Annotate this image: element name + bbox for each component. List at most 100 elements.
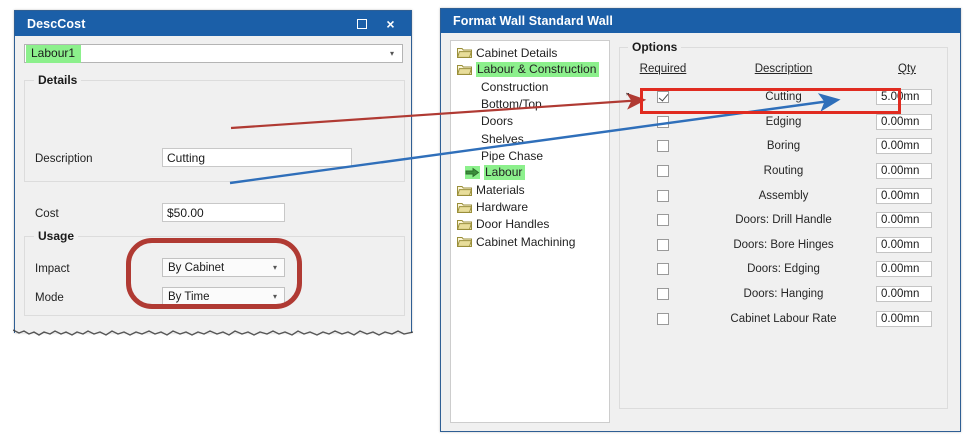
tree-item-hardware[interactable]: Hardware — [451, 199, 609, 216]
option-row[interactable]: Doors: Drill Handle 0.00mn — [620, 208, 947, 233]
tree-item-doors[interactable]: Doors — [451, 113, 609, 130]
impact-dropdown-value: By Cabinet — [168, 261, 225, 274]
required-checkbox-cell — [620, 189, 706, 202]
tree-item-labour[interactable]: Labour — [451, 164, 609, 181]
qty-cell: 0.00mn — [876, 113, 938, 130]
qty-cell: 0.00mn — [876, 138, 938, 155]
tree-item-labour-construction[interactable]: Labour & Construction — [451, 61, 609, 78]
checkbox-unchecked[interactable] — [657, 165, 669, 178]
tick-mark: ” — [626, 92, 630, 103]
qty-cell: 0.00mn — [876, 187, 938, 204]
option-description: Edging — [765, 115, 802, 128]
qty-input[interactable]: 0.00mn — [876, 187, 932, 204]
folder-icon — [456, 201, 473, 214]
qty-cell: 0.00mn — [876, 310, 938, 327]
tree-item-construction[interactable]: Construction — [451, 78, 609, 95]
torn-edge-decoration — [13, 329, 413, 336]
tree-item-bottom-top[interactable]: Bottom/Top — [451, 96, 609, 113]
option-row[interactable]: Assembly 0.00mn — [620, 183, 947, 208]
checkbox-unchecked[interactable] — [657, 288, 669, 301]
checkbox-unchecked[interactable] — [657, 312, 669, 325]
required-checkbox-cell — [620, 312, 706, 325]
qty-input[interactable]: 0.00mn — [876, 310, 932, 327]
qty-input[interactable]: 0.00mn — [876, 113, 932, 130]
tree-item-shelves[interactable]: Shelves — [451, 130, 609, 147]
option-description: Doors: Edging — [747, 263, 820, 276]
column-header-qty: Qty — [898, 63, 916, 75]
tree-item-label: Doors — [481, 114, 514, 129]
option-row[interactable]: Doors: Edging 0.00mn — [620, 257, 947, 282]
checkbox-unchecked[interactable] — [657, 263, 669, 276]
folder-icon — [456, 46, 473, 59]
option-description: Doors: Drill Handle — [735, 214, 832, 227]
required-checkbox-cell — [620, 165, 706, 178]
qty-input[interactable]: 0.00mn — [876, 286, 932, 303]
description-label: Description — [35, 153, 93, 165]
qty-input[interactable]: 0.00mn — [876, 212, 932, 229]
cost-input[interactable]: $50.00 — [162, 203, 285, 222]
checkbox-unchecked[interactable] — [657, 140, 669, 153]
option-description: Doors: Hanging — [743, 288, 824, 301]
item-combo-value: Labour1 — [26, 44, 82, 63]
maximize-button[interactable] — [355, 17, 368, 30]
details-group-title: Details — [34, 73, 82, 87]
folder-icon — [456, 184, 473, 197]
desccost-dialog: DescCost × Labour1 ▾ Details Description… — [14, 10, 412, 333]
tree-item-label: Materials — [476, 183, 525, 198]
checkbox-unchecked[interactable] — [657, 115, 669, 128]
tree-item-pipe-chase[interactable]: Pipe Chase — [451, 147, 609, 164]
impact-dropdown[interactable]: By Cabinet ▾ — [162, 258, 285, 277]
required-checkbox-cell — [620, 214, 706, 227]
tree-item-materials[interactable]: Materials — [451, 182, 609, 199]
checkbox-unchecked[interactable] — [657, 189, 669, 202]
tree-item-label: Hardware — [476, 200, 529, 215]
arrow-right-icon — [465, 166, 480, 180]
qty-input[interactable]: 0.00mn — [876, 138, 932, 155]
tree-item-label: Bottom/Top — [481, 97, 542, 112]
tree-item-label: Labour — [484, 165, 526, 181]
tree-item-label: Shelves — [481, 131, 524, 146]
qty-cell: 0.00mn — [876, 261, 938, 278]
description-input[interactable]: Cutting — [162, 148, 352, 167]
format-wall-title: Format Wall Standard Wall — [453, 14, 613, 28]
usage-highlight-rectangle — [126, 238, 302, 309]
details-groupbox: Details — [24, 73, 405, 182]
checkbox-unchecked[interactable] — [657, 238, 669, 251]
tree-item-label: Pipe Chase — [481, 148, 544, 163]
item-selector-row: Labour1 ▾ — [24, 44, 403, 63]
tree-item-cabinet-details[interactable]: Cabinet Details — [451, 44, 609, 61]
tree-item-label: Cabinet Machining — [476, 234, 576, 249]
required-checkbox-cell — [620, 115, 706, 128]
option-row[interactable]: Doors: Hanging 0.00mn — [620, 282, 947, 307]
cost-label: Cost — [35, 208, 59, 220]
maximize-icon — [356, 18, 367, 29]
mode-dropdown[interactable]: By Time ▾ — [162, 287, 285, 306]
option-description: Assembly — [758, 189, 809, 202]
close-button[interactable]: × — [384, 17, 397, 31]
chevron-down-icon: ▾ — [272, 263, 277, 272]
checkbox-unchecked[interactable] — [657, 214, 669, 227]
tree-item-label: Cabinet Details — [476, 45, 558, 60]
qty-cell: 0.00mn — [876, 163, 938, 180]
required-checkbox-cell — [620, 140, 706, 153]
tree-item-door-handles[interactable]: Door Handles — [451, 216, 609, 233]
qty-input[interactable]: 0.00mn — [876, 163, 932, 180]
option-description: Cabinet Labour Rate — [730, 312, 837, 325]
item-combo[interactable]: Labour1 ▾ — [24, 44, 403, 63]
qty-input[interactable]: 0.00mn — [876, 236, 932, 253]
option-row[interactable]: Boring 0.00mn — [620, 134, 947, 159]
tree-item-cabinet-machining[interactable]: Cabinet Machining — [451, 233, 609, 250]
usage-group-title: Usage — [34, 229, 79, 243]
desccost-titlebar: DescCost × — [15, 11, 411, 36]
option-description: Boring — [766, 140, 801, 153]
option-row[interactable]: Cabinet Labour Rate 0.00mn — [620, 306, 947, 331]
qty-cell: 0.00mn — [876, 236, 938, 253]
required-checkbox-cell — [620, 288, 706, 301]
chevron-down-icon: ▾ — [272, 292, 277, 301]
options-header-row: Required Description Qty — [620, 60, 947, 78]
qty-input[interactable]: 0.00mn — [876, 261, 932, 278]
